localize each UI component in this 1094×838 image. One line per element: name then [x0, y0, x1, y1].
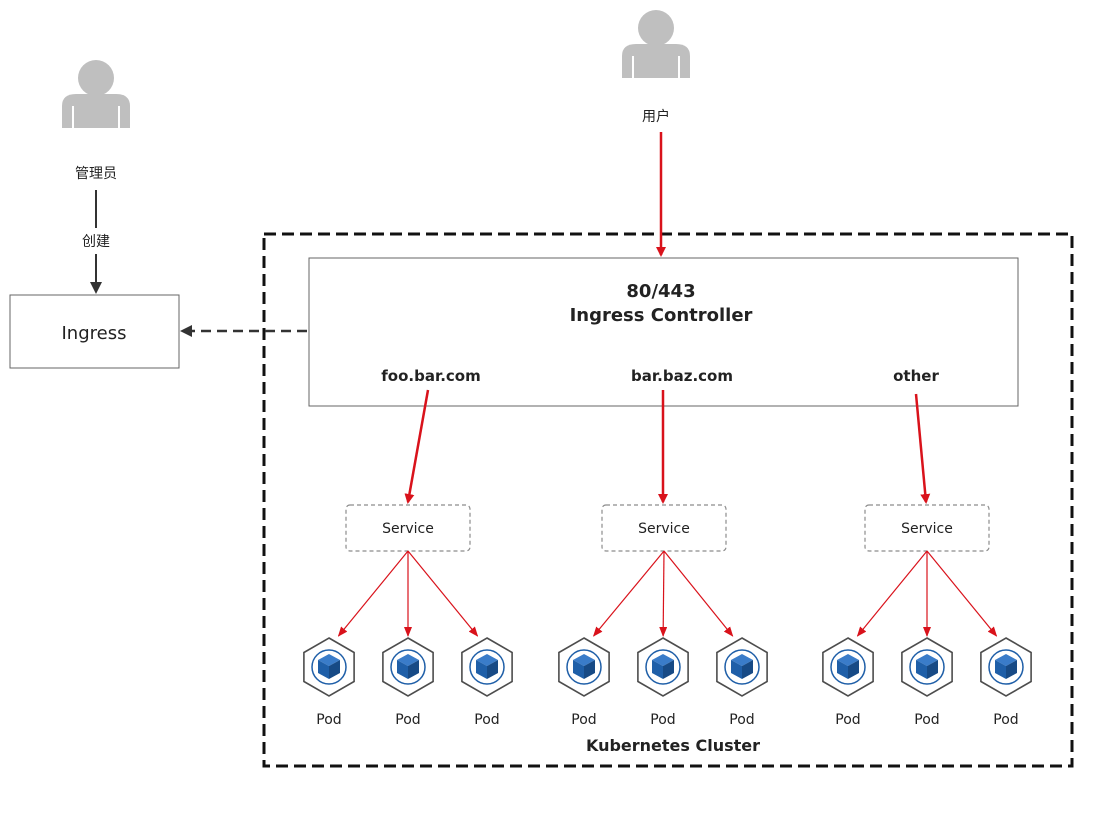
- pod-label: Pod: [316, 712, 341, 728]
- service-label: Service: [638, 521, 690, 537]
- pod-cube-icon: [461, 637, 513, 697]
- host-label: bar.baz.com: [631, 367, 733, 385]
- controller-port: 80/443: [626, 281, 695, 302]
- service-label: Service: [901, 521, 953, 537]
- pod-cube-icon: [716, 637, 768, 697]
- pod-cube-icon: [382, 637, 434, 697]
- service-to-pod-arrow: [926, 550, 998, 637]
- host-column-1: foo.bar.com Service Pod Pod Pod: [303, 367, 513, 728]
- pod-label: Pod: [395, 712, 420, 728]
- service-to-pod-arrow: [663, 550, 734, 637]
- user-label: 用户: [642, 108, 670, 125]
- service-to-pod-arrow: [592, 550, 665, 637]
- service-to-pod-arrow: [337, 550, 409, 637]
- host-label: other: [893, 367, 939, 385]
- host-to-service-arrow: [914, 393, 931, 504]
- pod-label: Pod: [914, 712, 939, 728]
- host-label: foo.bar.com: [381, 367, 480, 385]
- cluster-label: Kubernetes Cluster: [586, 736, 760, 755]
- service-to-pod-arrow: [856, 550, 928, 637]
- pod-label: Pod: [650, 712, 675, 728]
- admin-label: 管理员: [75, 166, 117, 182]
- pod-label: Pod: [474, 712, 499, 728]
- pod-label: Pod: [571, 712, 596, 728]
- user-person-icon: [621, 9, 691, 79]
- admin-person-icon: [61, 59, 131, 129]
- host-column-2: bar.baz.com Service Pod Pod Pod: [558, 367, 768, 728]
- ingress-label: Ingress: [62, 323, 127, 344]
- pod-label: Pod: [835, 712, 860, 728]
- pod-cube-icon: [558, 637, 610, 697]
- service-to-pod-arrow: [407, 550, 479, 637]
- create-edge-label: 创建: [82, 234, 110, 250]
- host-to-service-arrow: [404, 389, 430, 504]
- service-label: Service: [382, 521, 434, 537]
- pod-cube-icon: [637, 637, 689, 697]
- pod-cube-icon: [980, 637, 1032, 697]
- controller-title: Ingress Controller: [570, 305, 753, 326]
- host-column-3: other Service Pod Pod Pod: [822, 367, 1032, 728]
- service-to-pod-arrow: [659, 550, 668, 637]
- ingress-box: [9, 294, 180, 369]
- pod-cube-icon: [822, 637, 874, 697]
- cluster-boundary: [262, 232, 1074, 768]
- pod-cube-icon: [901, 637, 953, 697]
- pod-label: Pod: [993, 712, 1018, 728]
- pod-label: Pod: [729, 712, 754, 728]
- pod-cube-icon: [303, 637, 355, 697]
